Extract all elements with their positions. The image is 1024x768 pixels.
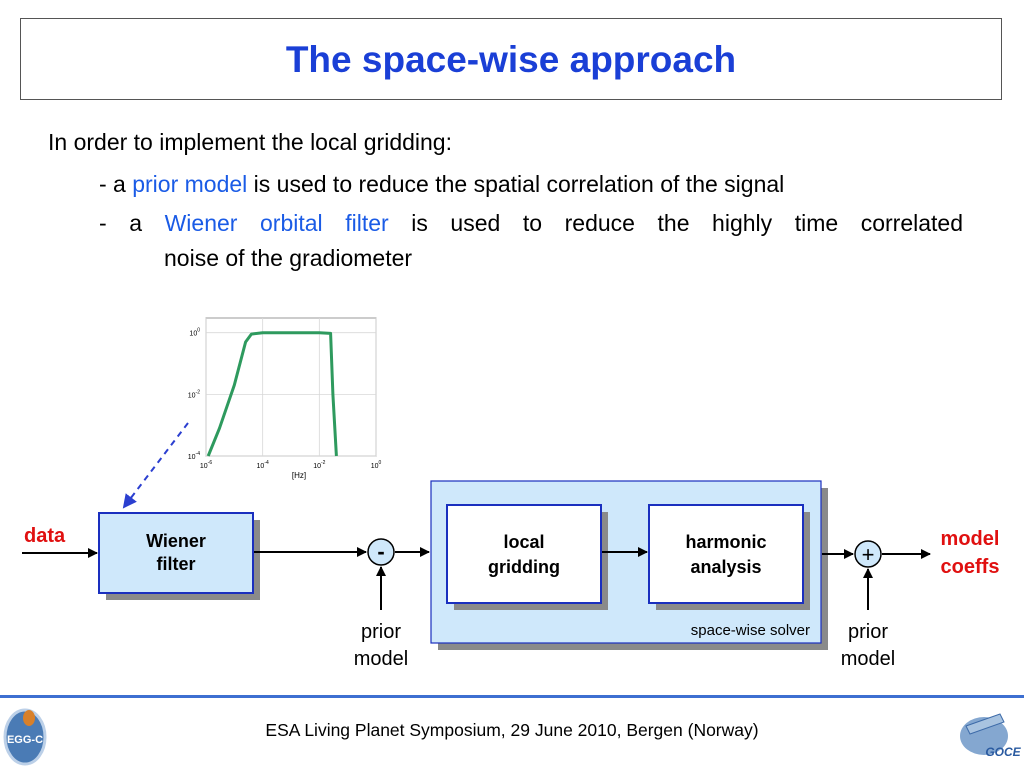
bullet1-highlight: prior model xyxy=(132,171,248,197)
local-label-line1: local xyxy=(503,532,544,552)
bullet-prior-model: - a prior model is used to reduce the sp… xyxy=(99,170,784,198)
bullet1-prefix: - a xyxy=(99,171,133,197)
inset-response-curve xyxy=(206,331,338,457)
inset-x-tick-label: 10-6 xyxy=(200,460,212,470)
minus-operator-sign: - xyxy=(377,539,384,564)
bullet2-rest: is used to reduce the highly time correl… xyxy=(388,210,964,236)
harmonic-label-line2: analysis xyxy=(690,557,761,577)
inset-y-ticks: 100 10-2 10-4 xyxy=(188,328,200,461)
bullet-wiener-filter: - a Wiener orbital filter is used to red… xyxy=(99,209,963,237)
bullet1-rest: is used to reduce the spatial correlatio… xyxy=(247,171,785,197)
prior-right-line1: prior xyxy=(848,621,888,643)
local-gridding-box xyxy=(446,504,602,604)
inset-x-tick-label: 10-4 xyxy=(257,460,269,470)
footer-text: ESA Living Planet Symposium, 29 June 201… xyxy=(265,720,759,740)
plus-operator-circle xyxy=(854,540,882,568)
egg-c-logo: EGG-C xyxy=(3,708,47,766)
solver-label: space-wise solver xyxy=(691,622,810,639)
title-box: The space-wise approach xyxy=(20,18,1002,100)
slide-title: The space-wise approach xyxy=(285,39,737,80)
wiener-filter-box xyxy=(98,512,254,594)
harmonic-label-line1: harmonic xyxy=(685,532,766,552)
prior-right-line2: model xyxy=(841,648,895,670)
inset-plot-area xyxy=(205,317,377,457)
prior-left-line2: model xyxy=(354,648,408,670)
goce-logo-text: GOCE xyxy=(985,745,1021,759)
bullet2-continuation: noise of the gradiometer xyxy=(164,245,413,271)
inset-y-tick-label: 10-2 xyxy=(188,389,200,399)
inset-y-tick-label: 10-4 xyxy=(188,451,200,461)
intro-text: In order to implement the local gridding… xyxy=(48,129,452,155)
goce-logo: GOCE xyxy=(960,713,1022,759)
plus-operator-sign: + xyxy=(862,542,875,567)
prior-left-line1: prior xyxy=(361,621,401,643)
footer-rule xyxy=(0,695,1024,698)
harmonic-analysis-box xyxy=(648,504,804,604)
inset-x-tick-label: 10-2 xyxy=(313,460,325,470)
output-label-line2: coeffs xyxy=(941,556,1000,578)
bullet2-highlight: Wiener orbital filter xyxy=(164,210,389,236)
bullet2-prefix: - a xyxy=(99,210,165,236)
inset-x-ticks: 10-6 10-4 10-2 100 xyxy=(200,460,382,470)
wiener-label-line1: Wiener xyxy=(146,531,206,551)
inset-x-tick-label: 100 xyxy=(371,460,382,470)
chart-pointer-arrow xyxy=(122,422,189,509)
inset-y-tick-label: 100 xyxy=(189,328,200,338)
data-input-label: data xyxy=(24,525,66,547)
egg-c-logo-text: EGG-C xyxy=(7,734,43,746)
inset-x-unit: [Hz] xyxy=(292,471,306,480)
output-label-line1: model xyxy=(941,528,1000,550)
minus-operator-circle xyxy=(367,538,395,566)
local-label-line2: gridding xyxy=(488,557,560,577)
wiener-label-line2: filter xyxy=(156,554,195,574)
